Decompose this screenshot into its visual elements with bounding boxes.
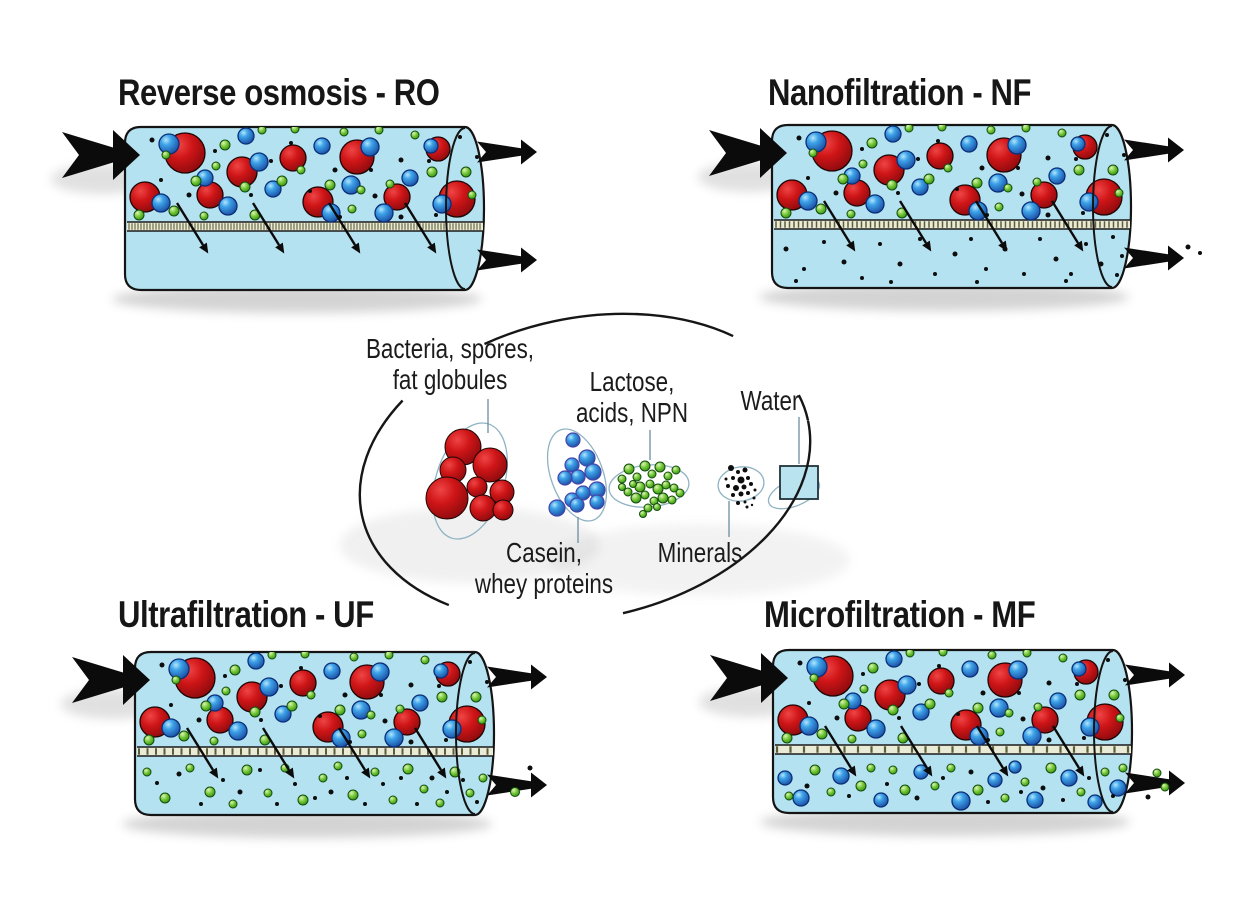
- label-minerals: Minerals: [657, 537, 743, 568]
- title-ultrafiltration: Ultrafiltration - UF: [118, 594, 374, 635]
- module-mf: [699, 648, 1185, 836]
- title-nanofiltration: Nanofiltration - NF: [768, 72, 1032, 113]
- title-reverse-osmosis: Reverse osmosis - RO: [118, 72, 440, 113]
- legend-bubble: [340, 312, 850, 624]
- module-ro: [51, 125, 537, 313]
- label-water: Water: [740, 385, 800, 416]
- label-casein-whey-proteins: Casein, whey proteins: [474, 537, 614, 599]
- title-microfiltration: Microfiltration - MF: [764, 594, 1036, 635]
- label-lactose-acids-npn: Lactose, acids, NPN: [575, 366, 689, 428]
- module-nf: [698, 123, 1202, 311]
- module-uf: [61, 650, 547, 838]
- label-bacteria-spores-fat-globules: Bacteria, spores, fat globules: [365, 333, 535, 395]
